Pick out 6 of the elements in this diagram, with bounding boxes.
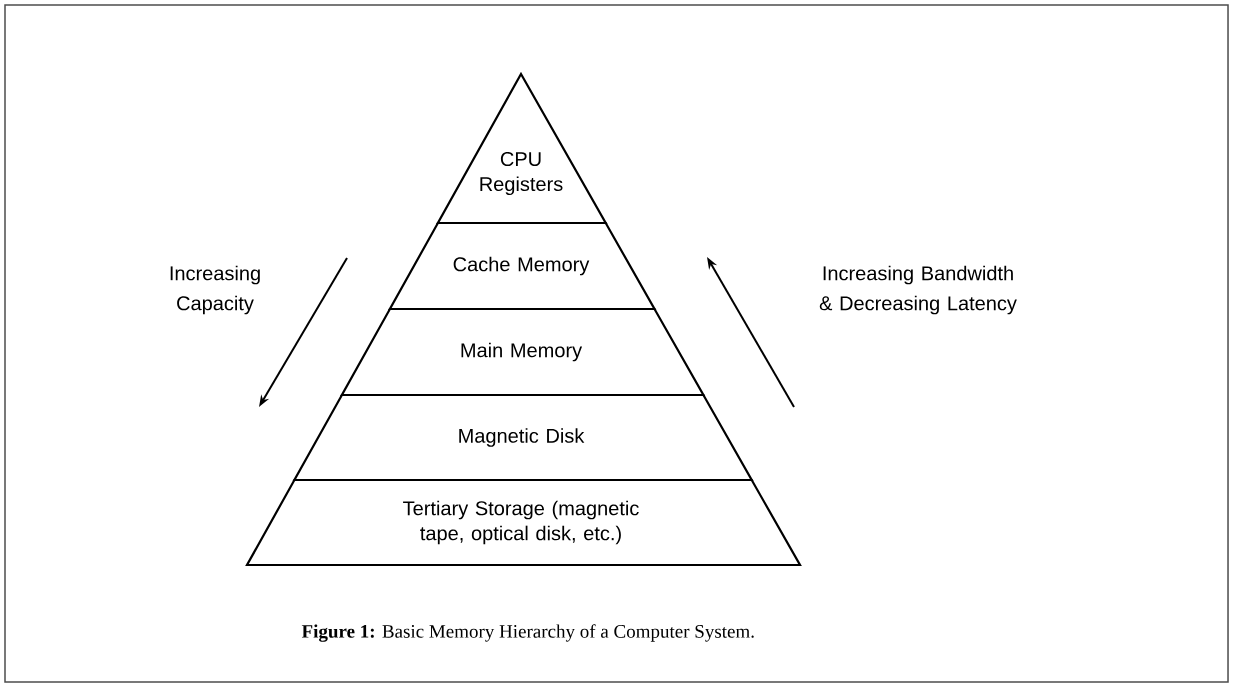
caption: Figure 1: Basic Memory Hierarchy of a Computer System. <box>301 624 754 642</box>
pyramid-level: Cache Memory <box>388 221 657 311</box>
axis-label: Increasing Bandwidth & Decreasing Latency <box>819 265 1017 315</box>
axis-label: Increasing Capacity <box>170 265 260 315</box>
pyramid-level: Tertiary Storage (magnetic tape, optical disk, etc.) <box>245 478 802 567</box>
pyramid-level: Main Memory <box>340 307 706 397</box>
